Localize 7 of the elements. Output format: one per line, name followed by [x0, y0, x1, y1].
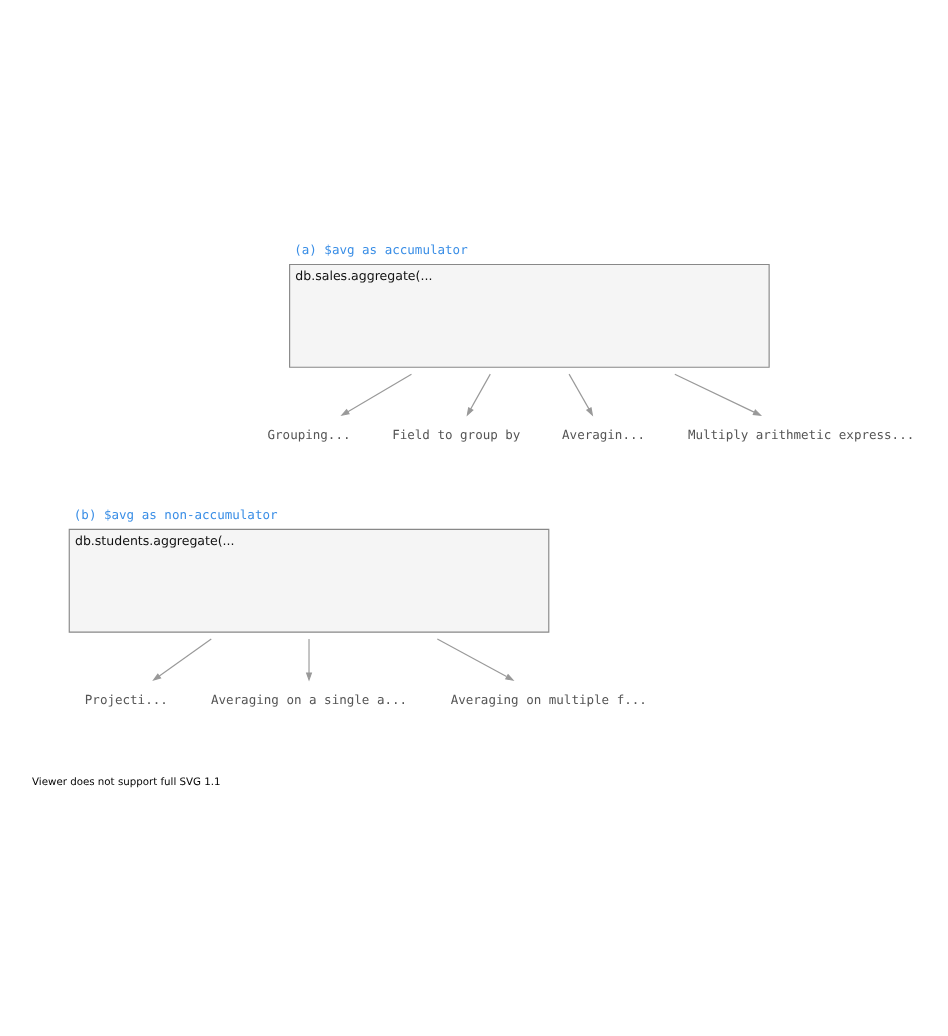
arrow [152, 638, 212, 682]
arrow [340, 373, 413, 417]
arrow [305, 638, 313, 682]
arrow [436, 638, 515, 681]
arrow [674, 373, 763, 416]
arrow [568, 373, 594, 417]
arrow [466, 373, 491, 417]
